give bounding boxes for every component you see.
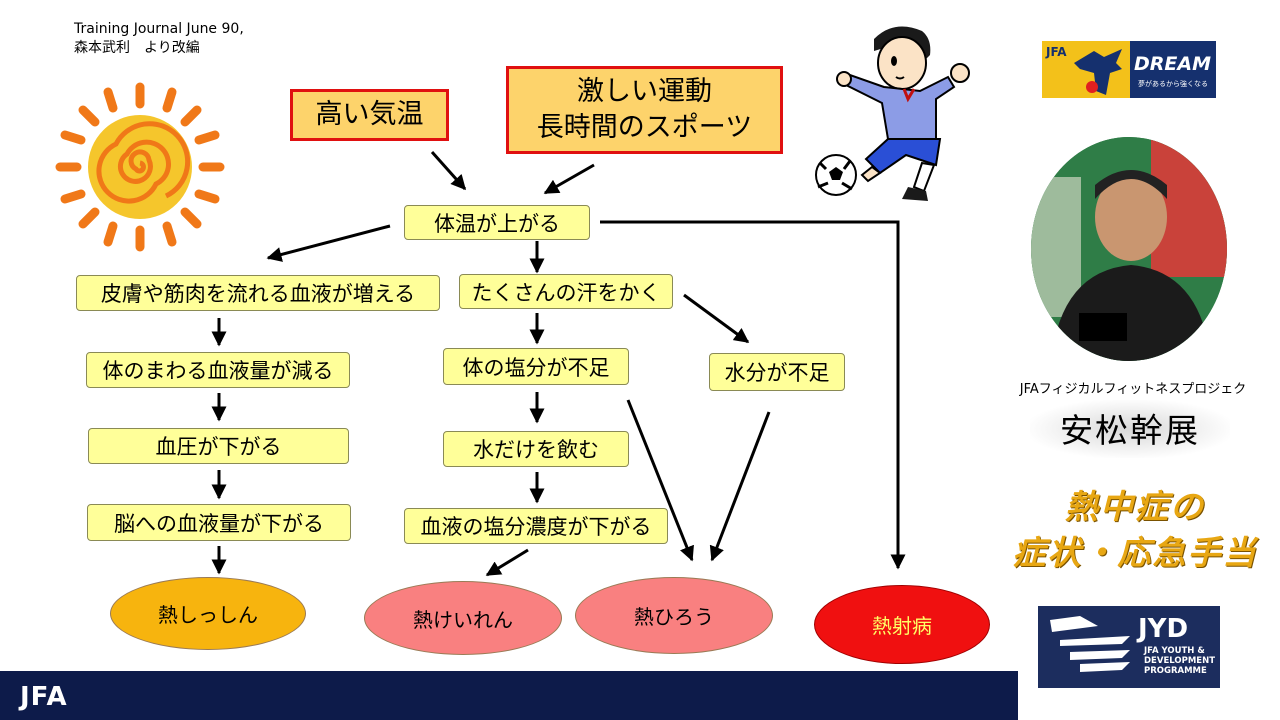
jyd-wing-icon <box>1050 616 1130 672</box>
slide-topic-title: 熱中症の 症状・応急手当 <box>1012 487 1258 572</box>
dream-logo-text: DREAM <box>1134 53 1211 75</box>
sun-icon <box>55 82 225 252</box>
cause-high-temperature: 高い気温 <box>290 89 449 141</box>
outcome-heat-syncope: 熱しっしん <box>110 577 306 650</box>
footer-bar <box>0 671 1018 720</box>
jyd-logo-subtitle: JFA YOUTH & DEVELOPMENT PROGRAMME <box>1144 646 1215 676</box>
footer-jfa-logo: JFA <box>20 682 68 712</box>
outcome-heat-cramps: 熱けいれん <box>364 581 562 655</box>
step-brain-blood-flow-drops: 脳への血液量が下がる <box>87 504 351 541</box>
outcome-heat-exhaustion: 熱ひろう <box>575 577 773 654</box>
presenter-name-backdrop <box>1030 400 1230 458</box>
step-body-temperature-rises: 体温が上がる <box>404 205 590 240</box>
step-heavy-sweating: たくさんの汗をかく <box>459 274 673 309</box>
dream-logo-tagline: 夢があるから強くなる <box>1138 80 1208 88</box>
presenter-name: 安松幹展 <box>1060 411 1200 450</box>
dream-logo-jfa: JFA <box>1046 45 1067 59</box>
cause-intense-exercise: 激しい運動 長時間のスポーツ <box>506 66 783 154</box>
presenter-photo <box>1031 137 1227 361</box>
soccer-player-icon <box>815 26 970 201</box>
step-water-shortage: 水分が不足 <box>709 353 845 391</box>
step-circulating-blood-decreases: 体のまわる血液量が減る <box>86 352 350 388</box>
step-blood-salt-drops: 血液の塩分濃度が下がる <box>404 508 668 544</box>
step-salt-shortage: 体の塩分が不足 <box>443 348 629 385</box>
step-blood-pressure-drops: 血圧が下がる <box>88 428 349 464</box>
crow-icon <box>1074 49 1122 95</box>
step-skin-blood-flow-increases: 皮膚や筋肉を流れる血液が増える <box>76 275 440 311</box>
presenter-photo-image <box>1031 137 1227 361</box>
step-drink-water-only: 水だけを飲む <box>443 431 629 467</box>
outcome-heat-stroke: 熱射病 <box>814 585 990 664</box>
jyd-logo-text: JYD <box>1138 614 1189 644</box>
jfa-dream-logo: JFA DREAM 夢があるから強くなる <box>1042 41 1216 98</box>
dream-logo-emblem: JFA <box>1042 41 1130 98</box>
source-citation: Training Journal June 90, 森本武利 より改編 <box>74 21 244 56</box>
jyd-logo: JYD JFA YOUTH & DEVELOPMENT PROGRAMME <box>1038 606 1220 688</box>
